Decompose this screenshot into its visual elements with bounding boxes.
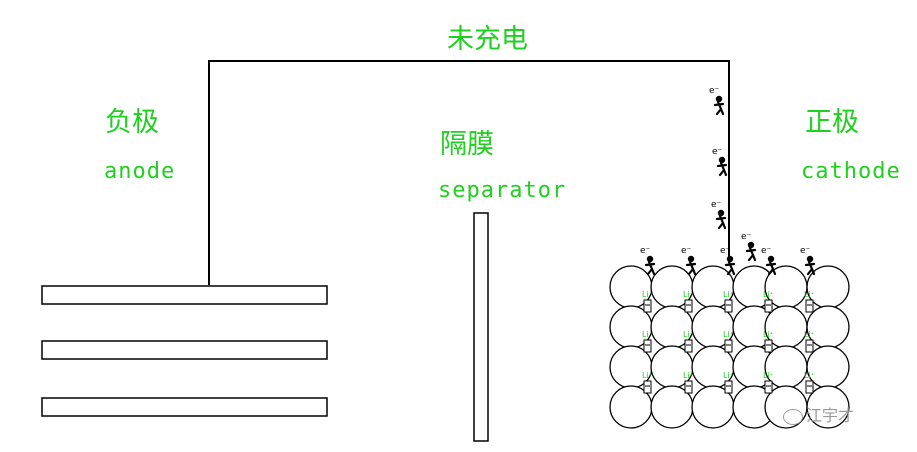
svg-text:e⁻: e⁻	[681, 246, 692, 256]
svg-text:e⁻: e⁻	[712, 147, 723, 157]
electron: e⁻	[800, 246, 816, 276]
cathode-label-cn: 正极	[805, 107, 859, 138]
lithium-ion: Li⁺	[723, 371, 734, 394]
svg-text:Li⁺: Li⁺	[804, 330, 815, 339]
svg-text:Li⁺: Li⁺	[683, 330, 694, 339]
watermark-text: 江宇才	[806, 406, 855, 425]
svg-text:Li⁺: Li⁺	[642, 290, 653, 299]
lithium-ion: Li⁺	[642, 290, 653, 313]
separator-label-cn: 隔膜	[440, 129, 494, 160]
svg-text:Li⁺: Li⁺	[723, 330, 734, 339]
electron: e⁻	[741, 232, 757, 262]
svg-text:e⁻: e⁻	[741, 232, 752, 242]
electron: e⁻	[709, 86, 725, 116]
svg-text:Li⁺: Li⁺	[763, 371, 774, 380]
svg-text:e⁻: e⁻	[720, 246, 731, 256]
lithium-ion: Li⁺	[642, 371, 653, 394]
lithium-ion: Li⁺	[804, 290, 815, 313]
svg-text:e⁻: e⁻	[711, 200, 722, 210]
electron: e⁻	[681, 246, 697, 276]
svg-text:Li⁺: Li⁺	[642, 371, 653, 380]
lithium-ion: Li⁺	[683, 290, 694, 313]
svg-text:Li⁺: Li⁺	[683, 371, 694, 380]
lithium-ion: Li⁺	[763, 371, 774, 394]
title-label: 未充电	[447, 24, 528, 55]
cathode-lattice	[609, 265, 850, 429]
separator-membrane	[473, 212, 489, 442]
lithium-ion: Li⁺	[683, 330, 694, 353]
svg-text:Li⁺: Li⁺	[763, 330, 774, 339]
anode-label-en: anode	[104, 159, 176, 184]
svg-text:e⁻: e⁻	[761, 246, 772, 256]
lithium-ion: Li⁺	[763, 330, 774, 353]
cathode-particle	[806, 385, 850, 429]
lithium-ion: Li⁺	[642, 330, 653, 353]
electron: e⁻	[761, 246, 777, 276]
svg-text:Li⁺: Li⁺	[723, 371, 734, 380]
lithium-ions: Li⁺ Li⁺ Li⁺ Li⁺ Li⁺ Li⁺ Li⁺ Li⁺ Li⁺ Li⁺ Li⁺ Li⁺ Li⁺ L…	[642, 290, 815, 394]
svg-text:Li⁺: Li⁺	[804, 290, 815, 299]
electron: e⁻	[712, 147, 728, 177]
anode-plate	[41, 340, 328, 360]
svg-text:Li⁺: Li⁺	[642, 330, 653, 339]
electron: e⁻	[711, 200, 727, 230]
lithium-ion: Li⁺	[804, 371, 815, 394]
anode-plate	[41, 397, 328, 417]
svg-text:Li⁺: Li⁺	[723, 290, 734, 299]
svg-text:Li⁺: Li⁺	[763, 290, 774, 299]
anode-plate	[41, 285, 328, 305]
lithium-ion: Li⁺	[804, 330, 815, 353]
electrons: e⁻ e⁻ e⁻ e⁻ e⁻ e⁻ e⁻ e⁻ e⁻	[640, 86, 816, 276]
svg-text:e⁻: e⁻	[709, 86, 720, 96]
lithium-ion: Li⁺	[683, 371, 694, 394]
separator-label-en: separator	[438, 178, 567, 203]
cathode-label-en: cathode	[801, 159, 901, 184]
svg-text:Li⁺: Li⁺	[683, 290, 694, 299]
wechat-icon	[783, 408, 803, 425]
watermark: 江宇才	[783, 402, 854, 426]
svg-text:Li⁺: Li⁺	[804, 371, 815, 380]
electron: e⁻	[640, 246, 656, 276]
lithium-ion: Li⁺	[763, 290, 774, 313]
svg-text:e⁻: e⁻	[640, 246, 651, 256]
anode-label-cn: 负极	[105, 107, 159, 138]
electron: e⁻	[720, 246, 736, 276]
svg-text:e⁻: e⁻	[800, 246, 811, 256]
circuit-wire	[208, 60, 730, 285]
lithium-ion: Li⁺	[723, 330, 734, 353]
lithium-ion: Li⁺	[723, 290, 734, 313]
